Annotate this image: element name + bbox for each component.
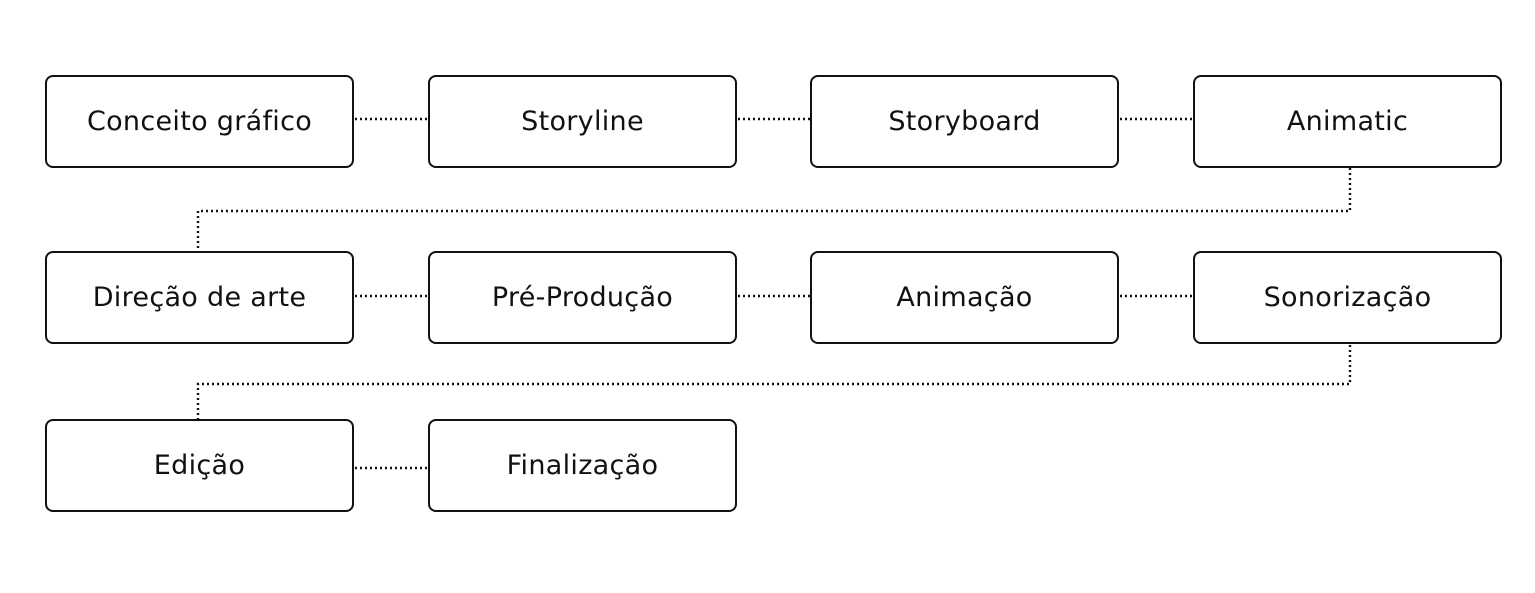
step-storyboard: Storyboard: [810, 75, 1119, 168]
step-sonorizacao: Sonorização: [1193, 251, 1502, 344]
step-label: Edição: [153, 450, 246, 481]
step-label: Conceito gráfico: [86, 106, 313, 137]
connector-8-9: [196, 345, 1352, 419]
step-animatic: Animatic: [1193, 75, 1502, 168]
step-finalizacao: Finalização: [428, 419, 737, 512]
step-edicao: Edição: [45, 419, 354, 512]
step-label: Storyline: [521, 106, 644, 137]
step-animacao: Animação: [810, 251, 1119, 344]
step-conceito-grafico: Conceito gráfico: [45, 75, 354, 168]
step-label: Animação: [896, 282, 1033, 313]
connector-4-5: [196, 168, 1352, 251]
step-storyline: Storyline: [428, 75, 737, 168]
step-label: Pré-Produção: [491, 282, 674, 313]
step-label: Finalização: [506, 450, 659, 481]
step-pre-producao: Pré-Produção: [428, 251, 737, 344]
step-direcao-de-arte: Direção de arte: [45, 251, 354, 344]
step-label: Animatic: [1286, 106, 1409, 137]
step-label: Storyboard: [888, 106, 1041, 137]
step-label: Direção de arte: [92, 282, 307, 313]
step-label: Sonorização: [1263, 282, 1432, 313]
